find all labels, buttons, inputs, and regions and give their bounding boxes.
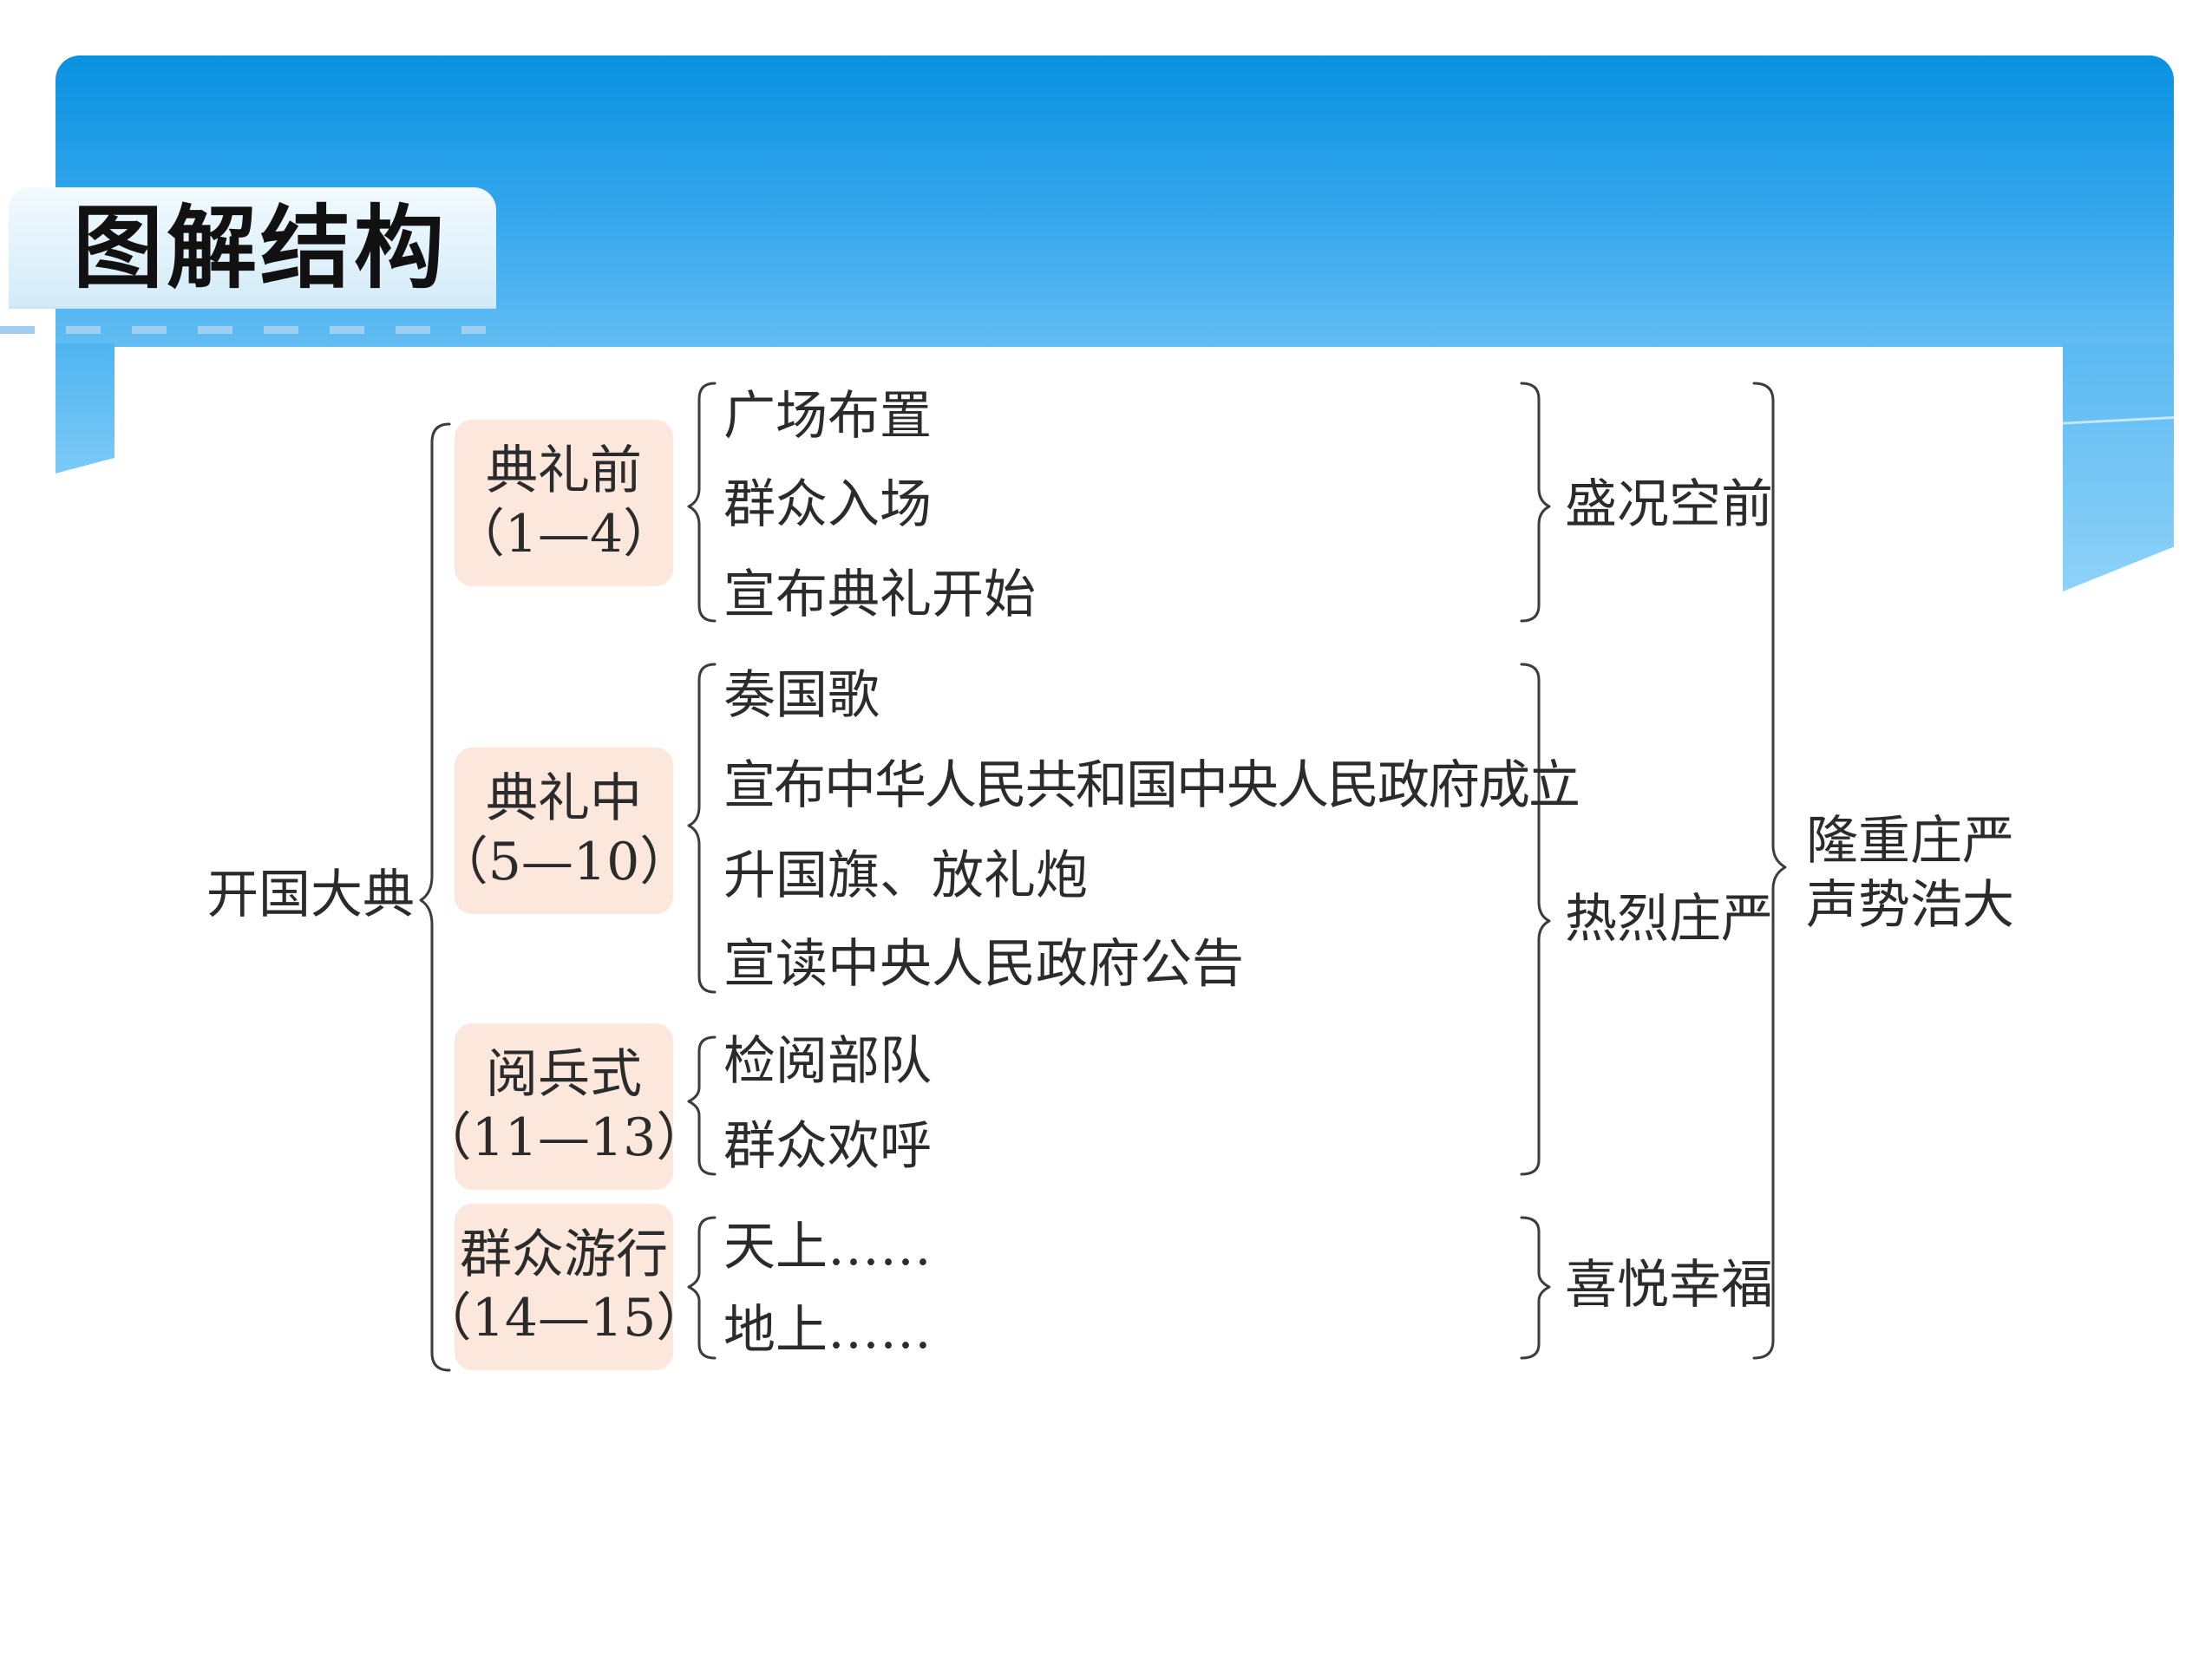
summary-line: 声势浩大 bbox=[1806, 875, 2014, 936]
section-range: （1—4） bbox=[452, 504, 676, 565]
root-brace bbox=[419, 422, 451, 1372]
list-item: 广场布置 bbox=[723, 386, 932, 447]
mood-label: 热烈庄严 bbox=[1565, 889, 1773, 950]
section-name: 典礼前 bbox=[486, 440, 642, 501]
title-tab bbox=[9, 187, 496, 309]
list-item: 升国旗、放礼炮 bbox=[723, 846, 1088, 906]
page-title: 图解结构 bbox=[73, 194, 448, 301]
section-pill: 阅兵式 （11—13） bbox=[420, 1023, 708, 1190]
section-name: 典礼中 bbox=[486, 767, 642, 829]
list-item: 奏国歌 bbox=[723, 665, 880, 726]
list-item: 地上…… bbox=[723, 1300, 932, 1361]
section-range: （14—15） bbox=[419, 1288, 709, 1349]
mood-label: 喜悦幸福 bbox=[1565, 1255, 1773, 1316]
brace-section-2 bbox=[687, 663, 717, 994]
section-pill: 典礼前 （1—4） bbox=[452, 420, 676, 586]
section-pill: 群众游行 （14—15） bbox=[420, 1204, 708, 1370]
brace-mood-1 bbox=[1520, 382, 1551, 623]
decor-wing-left bbox=[56, 343, 115, 474]
list-item: 宣读中央人民政府公告 bbox=[723, 934, 1244, 995]
section-range: （11—13） bbox=[419, 1107, 709, 1168]
brace-mood-3 bbox=[1520, 1216, 1551, 1360]
section-name: 阅兵式 bbox=[486, 1043, 642, 1105]
list-item: 检阅部队 bbox=[723, 1031, 932, 1092]
list-item: 群众入场 bbox=[723, 474, 932, 535]
root-node: 开国大典 bbox=[206, 865, 415, 925]
section-name: 群众游行 bbox=[460, 1224, 668, 1285]
brace-mood-2 bbox=[1520, 663, 1551, 1176]
brace-section-1 bbox=[687, 382, 717, 623]
brace-summary bbox=[1752, 382, 1787, 1360]
brace-section-3 bbox=[687, 1035, 717, 1176]
content-panel bbox=[115, 347, 2063, 1659]
section-pill: 典礼中 （5—10） bbox=[436, 748, 691, 914]
decor-wing-right bbox=[2063, 343, 2174, 591]
title-dash-divider bbox=[0, 326, 486, 334]
summary-line: 隆重庄严 bbox=[1806, 811, 2014, 872]
list-item: 天上…… bbox=[723, 1217, 932, 1277]
mood-label: 盛况空前 bbox=[1565, 474, 1773, 535]
list-item: 宣布典礼开始 bbox=[723, 565, 1036, 625]
list-item: 宣布中华人民共和国中央人民政府成立 bbox=[723, 755, 1580, 816]
list-item: 群众欢呼 bbox=[723, 1116, 932, 1177]
brace-section-4 bbox=[687, 1216, 717, 1360]
section-range: （5—10） bbox=[435, 832, 692, 892]
decor-wing-line bbox=[2063, 416, 2174, 425]
